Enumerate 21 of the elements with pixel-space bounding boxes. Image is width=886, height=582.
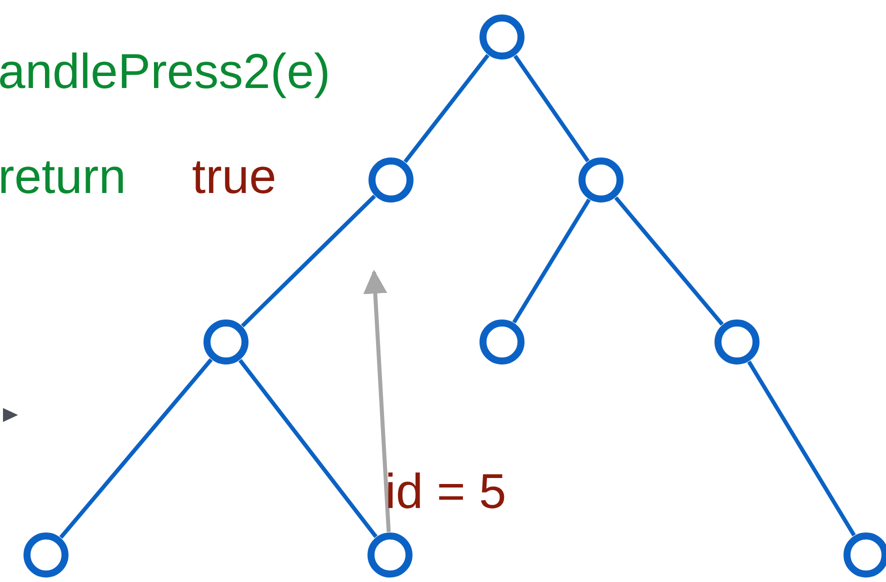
tree-node-circle: [714, 319, 760, 365]
tree-edge: [614, 196, 724, 326]
code-text: return: [0, 153, 126, 202]
tree-node-circle: [367, 532, 413, 578]
code-text: andlePress2(e): [0, 48, 330, 97]
tree-node-circle: [479, 14, 525, 60]
tree-edge: [512, 198, 591, 324]
code-text: true: [192, 153, 276, 202]
arrow: [363, 270, 391, 532]
tree-node-circle: [368, 157, 414, 203]
tree-edge: [238, 359, 378, 538]
code-text: id = 5: [385, 468, 506, 517]
tree-node-circle: [479, 319, 525, 365]
tree-node-circle: [578, 157, 624, 203]
tree-node-circle: [23, 532, 69, 578]
tree-edge: [241, 194, 376, 328]
tree-node-circle: [203, 319, 249, 365]
tree-edge: [513, 54, 590, 162]
tree-edge: [747, 360, 856, 536]
tree-edge: [404, 54, 490, 164]
tree-edge: [59, 358, 213, 539]
